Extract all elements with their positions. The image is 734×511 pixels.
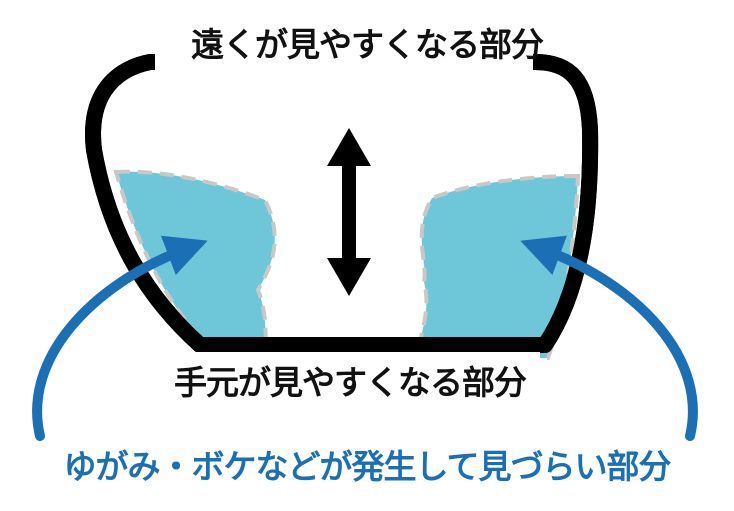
far-vision-zone-label: 遠くが見やすくなる部分 xyxy=(191,25,544,64)
near-vision-zone-label: 手元が見やすくなる部分 xyxy=(174,363,527,402)
right-curved-arrow-icon xyxy=(520,235,698,441)
distortion-zone-label: ゆがみ・ボケなどが発生して見づらい部分 xyxy=(63,447,671,486)
top-label-mask xyxy=(155,28,533,72)
left-curved-arrow-icon xyxy=(32,235,208,441)
bottom-label-mask xyxy=(160,352,540,402)
double-headed-vertical-arrow-icon xyxy=(327,128,371,296)
lens-frame-overlay xyxy=(85,54,599,353)
